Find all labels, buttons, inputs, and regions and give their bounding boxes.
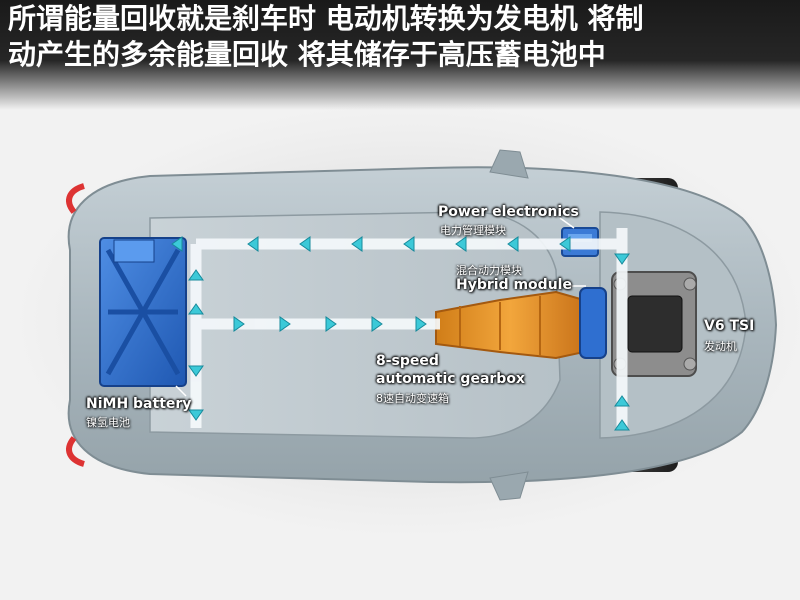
flow-arrow bbox=[403, 236, 415, 252]
flow-arrow bbox=[233, 316, 245, 332]
flow-arrow bbox=[614, 253, 630, 265]
battery-label: NiMH battery bbox=[86, 396, 192, 412]
v6-engine bbox=[611, 271, 697, 377]
power-electronics-label-cn: 电力管理模块 bbox=[440, 224, 506, 237]
battery-label-cn: 镍氢电池 bbox=[86, 416, 130, 429]
power-electronics-label: Power electronics bbox=[438, 204, 579, 220]
flow-arrow bbox=[325, 316, 337, 332]
flow-arrow bbox=[188, 409, 204, 421]
callout-lines bbox=[175, 217, 586, 397]
tail-light-bottom bbox=[66, 436, 85, 467]
hybrid-module-label-cn: 混合动力模块 bbox=[456, 264, 522, 277]
gearbox-label-line-1: 8-speed bbox=[376, 353, 439, 369]
flow-arrow bbox=[188, 269, 204, 281]
flow-arrow bbox=[171, 236, 183, 252]
flow-arrow bbox=[371, 316, 383, 332]
callout-line-battery bbox=[175, 385, 187, 397]
hybrid-module-label: Hybrid module bbox=[456, 277, 572, 293]
flow-arrow bbox=[614, 419, 630, 431]
nimh-battery bbox=[99, 237, 187, 387]
flow-arrow bbox=[507, 236, 519, 252]
flow-arrow bbox=[455, 236, 467, 252]
gearbox-label-line-2: automatic gearbox bbox=[376, 371, 525, 387]
automatic-gearbox bbox=[435, 290, 585, 360]
flow-arrow bbox=[188, 303, 204, 315]
flow-arrows bbox=[171, 236, 630, 431]
flow-arrow bbox=[559, 236, 571, 252]
flow-arrow bbox=[188, 365, 204, 377]
flow-arrow bbox=[351, 236, 363, 252]
title-band bbox=[0, 0, 800, 110]
flow-arrow bbox=[614, 395, 630, 407]
flow-arrow bbox=[247, 236, 259, 252]
tail-light-top bbox=[66, 183, 85, 214]
headline-line-1: 所谓能量回收就是刹车时 电动机转换为发电机 将制 bbox=[8, 2, 644, 35]
flow-arrow bbox=[299, 236, 311, 252]
flow-arrow bbox=[415, 316, 427, 332]
callout-line-power bbox=[559, 217, 575, 229]
mirror-top bbox=[489, 149, 529, 179]
mirror-bottom bbox=[489, 471, 529, 501]
hybrid-module bbox=[579, 287, 607, 359]
gearbox-label-cn: 8速自动变速箱 bbox=[376, 392, 449, 405]
headline-line-2: 动产生的多余能量回收 将其储存于高压蓄电池中 bbox=[8, 38, 606, 71]
engine-label: V6 TSI bbox=[704, 318, 755, 334]
engine-label-cn: 发动机 bbox=[704, 340, 737, 353]
flow-arrow bbox=[279, 316, 291, 332]
